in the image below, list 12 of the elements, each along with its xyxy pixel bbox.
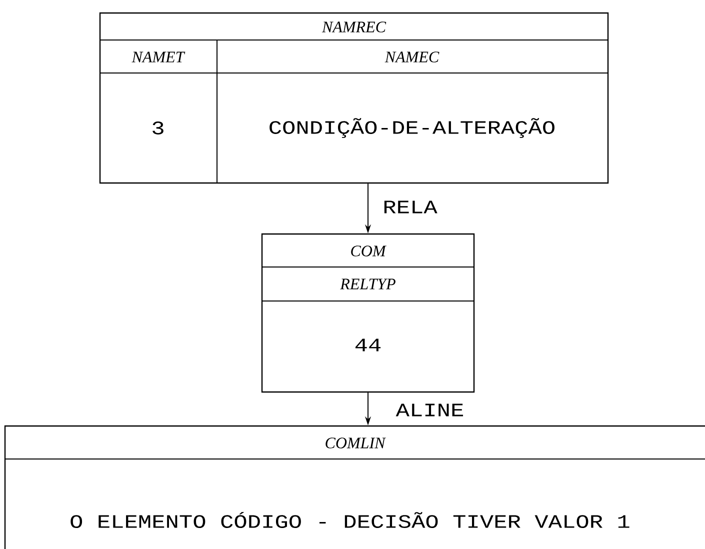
field-name: COM: [351, 246, 386, 256]
field-value: 44: [355, 338, 381, 352]
edge-label: ALINE: [394, 402, 466, 418]
field-value: 3: [152, 122, 164, 134]
field-name: RELTYP: [340, 278, 396, 290]
field-name: NAMET: [132, 52, 186, 62]
field-value: O ELEMENTO CÓDIGO - DECISÃO TIVER VALOR 1: [70, 512, 630, 528]
field-value: CONDIÇÃO-DE-ALTERAÇÃO: [270, 118, 554, 138]
edge-label: RELA: [382, 200, 438, 214]
field-name: COMLIN: [326, 438, 386, 448]
field-name: NAMREC: [322, 22, 386, 32]
field-name: NAMEC: [384, 52, 440, 62]
